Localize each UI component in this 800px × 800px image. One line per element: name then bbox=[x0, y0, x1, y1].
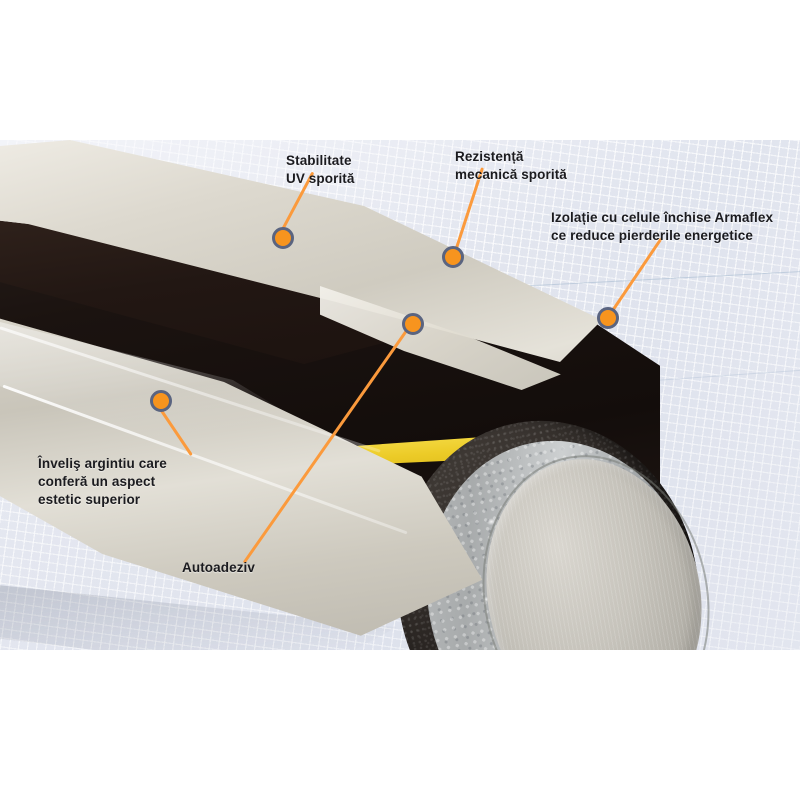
product-photo bbox=[0, 140, 800, 650]
callout-dot-mechanical-resistance[interactable] bbox=[442, 246, 464, 268]
callout-label-closed-cell-insulation: Izolație cu celule închise Armaflex ce r… bbox=[551, 210, 774, 243]
callout-dot-self-adhesive[interactable] bbox=[402, 313, 424, 335]
callout-label-self-adhesive: Autoadeziv bbox=[182, 560, 256, 575]
callout-dot-silver-jacket[interactable] bbox=[150, 390, 172, 412]
callout-dot-closed-cell-insulation[interactable] bbox=[597, 307, 619, 329]
callout-label-silver-jacket: Înveliş argintiu care conferă un aspect … bbox=[38, 456, 167, 507]
callout-label-uv-stability: Stabilitate UV sporită bbox=[286, 153, 355, 186]
callout-dot-uv-stability[interactable] bbox=[272, 227, 294, 249]
callout-label-mechanical-resistance: Rezistență mecanică sporită bbox=[455, 149, 567, 182]
